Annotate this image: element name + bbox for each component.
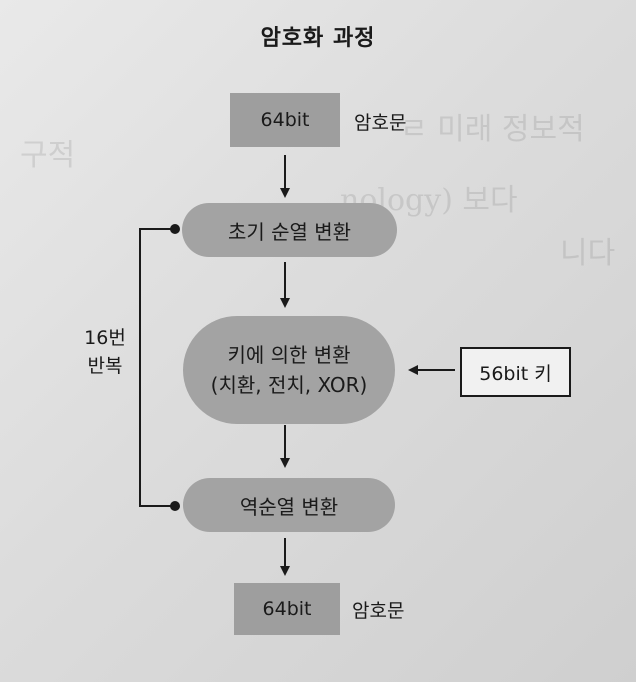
key-input-text: 56bit 키 <box>479 362 552 385</box>
key-input-box: 56bit 키 <box>460 347 571 397</box>
background-ghost-text: ㄹ 미래 정보적 <box>400 112 585 147</box>
output-64bit-box: 64bit <box>234 583 340 635</box>
loop-dot-bottom <box>170 501 180 511</box>
inverse-permutation-step: 역순열 변환 <box>183 478 395 532</box>
key-transform-line2: (치환, 전치, XOR) <box>210 373 368 397</box>
loop-dot-top <box>170 224 180 234</box>
background-ghost-text: 니다 <box>560 236 616 271</box>
output-box-text: 64bit <box>262 598 312 620</box>
background-ghost-text: 구적 <box>20 138 76 173</box>
output-label: 암호문 <box>352 600 405 622</box>
diagram-title: 암호화 과정 <box>260 26 376 51</box>
initial-permutation-step: 초기 순열 변환 <box>182 203 397 257</box>
inverse-permutation-text: 역순열 변환 <box>239 494 339 519</box>
input-label: 암호문 <box>354 112 407 134</box>
loop-label: 16번 반복 <box>70 324 140 380</box>
key-transform-step: 키에 의한 변환 (치환, 전치, XOR) <box>183 316 395 424</box>
initial-permutation-text: 초기 순열 변환 <box>227 219 352 244</box>
loop-bracket <box>139 228 174 507</box>
loop-label-line2: 반복 <box>87 355 123 377</box>
input-64bit-box: 64bit <box>230 93 340 147</box>
input-box-text: 64bit <box>260 109 310 131</box>
key-transform-line1: 키에 의한 변환 <box>227 343 351 367</box>
loop-label-line1: 16번 <box>84 327 126 349</box>
